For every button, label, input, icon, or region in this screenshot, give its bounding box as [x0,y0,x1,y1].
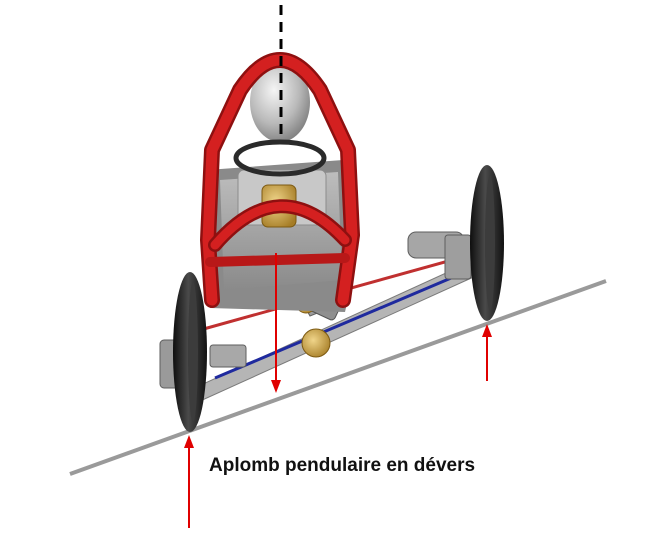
left-knuckle [209,344,247,368]
slope-line [69,279,607,476]
blue-link-rod [214,268,471,380]
left-wheel [173,272,207,432]
diagram-caption: Aplomb pendulaire en dévers [209,455,476,476]
right-wheel [470,165,504,321]
helmet [250,62,310,142]
right-reaction-arrow [482,324,492,381]
steering-wheel [233,139,327,177]
right-hub [444,234,472,280]
lower-bearing [301,328,331,358]
plumb-line-arrow [271,253,281,393]
left-reaction-arrow [184,435,194,528]
